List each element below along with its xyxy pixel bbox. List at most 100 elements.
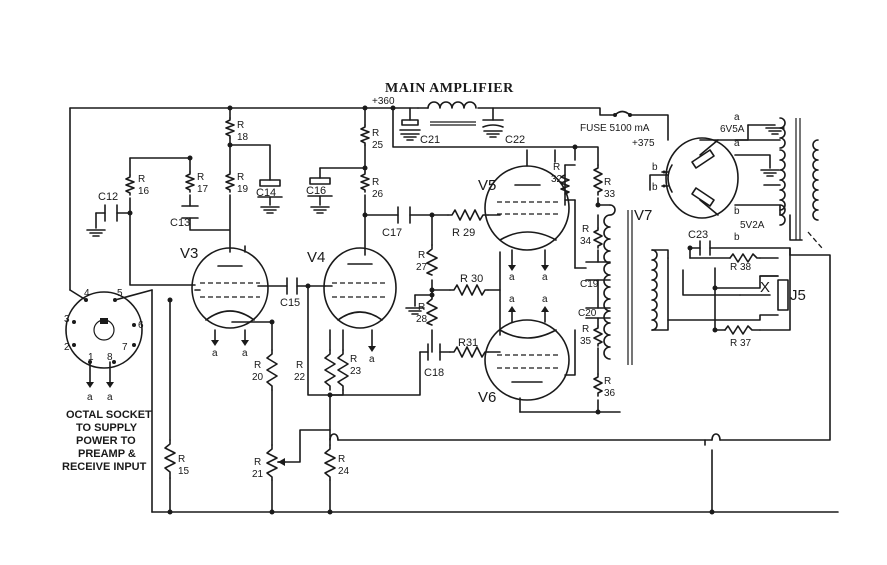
socket-pin-7: 7: [122, 342, 128, 353]
r20-label: 20: [252, 372, 264, 383]
r20-prefix: R: [254, 360, 261, 371]
r19-prefix: R: [237, 172, 244, 183]
r15-label: 15: [178, 466, 190, 477]
r28-label: 28: [416, 314, 428, 325]
r32-prefix: R: [553, 162, 560, 173]
heater-b-v7-4: b: [734, 232, 740, 243]
socket-pin-3: 3: [64, 314, 70, 325]
jack-x-mark: X: [760, 279, 770, 296]
jack-label: J5: [790, 287, 806, 304]
c21-label: C21: [420, 134, 440, 146]
r36-prefix: R: [604, 376, 611, 387]
r30-label: R 30: [460, 273, 483, 285]
socket-pin-2: 2: [64, 342, 70, 353]
r38-label: R 38: [730, 262, 752, 273]
c14-label: C14: [256, 187, 276, 199]
socket-caption-line-5: RECEIVE INPUT: [62, 461, 147, 473]
heater-a-v7-1: a: [734, 112, 740, 123]
tube-v6-label: V6: [478, 389, 496, 406]
tube-v3-label: V3: [180, 245, 198, 262]
r21-prefix: R: [254, 457, 261, 468]
r24-label: 24: [338, 466, 350, 477]
r23-prefix: R: [350, 354, 357, 365]
tube-v7-label: V7: [634, 207, 652, 224]
resistors: [125, 117, 761, 481]
c19-label: C19: [580, 279, 599, 290]
r21-label: 21: [252, 469, 264, 480]
r24-prefix: R: [338, 454, 345, 465]
c22-label: C22: [505, 134, 525, 146]
r22-label: 22: [294, 372, 306, 383]
r15-prefix: R: [178, 454, 185, 465]
heater-a-v5-2: a: [542, 272, 548, 283]
octal-socket: [65, 289, 153, 388]
capacitors: [104, 119, 711, 361]
c15-label: C15: [280, 297, 300, 309]
c20-label: C20: [578, 308, 597, 319]
r29-label: R 29: [452, 227, 475, 239]
r35-prefix: R: [582, 324, 589, 335]
r18-label: 18: [237, 132, 249, 143]
rectifier-type-2: 5V2A: [740, 220, 765, 231]
heater-a-v5-1: a: [509, 272, 515, 283]
heater-a-v7-2: a: [734, 138, 740, 149]
heater-b-v7-1: b: [652, 162, 658, 173]
heater-a-v6-2: a: [542, 294, 548, 305]
b-plus-2-label: +375: [632, 138, 655, 149]
heater-a-v6-1: a: [509, 294, 515, 305]
tube-v4-label: V4: [307, 249, 325, 266]
socket-caption-line-1: OCTAL SOCKET: [66, 409, 152, 421]
b-plus-label: +360: [372, 96, 395, 107]
heater-a-v4: a: [369, 354, 375, 365]
r25-prefix: R: [372, 128, 379, 139]
labels: +360 +375 FUSE 5100 mA V3 V4 V5 V6 V7 6V…: [62, 96, 806, 480]
r16-prefix: R: [138, 174, 145, 185]
r32-label: 32: [551, 174, 563, 185]
r22-prefix: R: [296, 360, 303, 371]
r37-label: R 37: [730, 338, 752, 349]
c18-label: C18: [424, 367, 444, 379]
socket-pin-1: 1: [88, 352, 94, 363]
r34-label: 34: [580, 236, 592, 247]
junctions: [127, 105, 718, 515]
r36-label: 36: [604, 388, 616, 399]
inductors: [427, 101, 823, 365]
socket-pin-5: 5: [117, 288, 123, 299]
c17-label: C17: [382, 227, 402, 239]
wiring: [69, 107, 839, 513]
r28-prefix: R: [418, 302, 425, 313]
tubes: [191, 137, 739, 401]
r23-label: 23: [350, 366, 362, 377]
socket-pin-6: 6: [138, 320, 144, 331]
socket-pin-8: 8: [107, 352, 113, 363]
heater-a-v3-1: a: [212, 348, 218, 359]
r34-prefix: R: [582, 224, 589, 235]
r35-label: 35: [580, 336, 592, 347]
c12-label: C12: [98, 191, 118, 203]
c16-label: C16: [306, 185, 326, 197]
c13-label: C13: [170, 217, 190, 229]
socket-pin-4: 4: [84, 288, 90, 299]
heater-b-v7-3: b: [734, 206, 740, 217]
rectifier-type-1: 6V5A: [720, 124, 745, 135]
r17-label: 17: [197, 184, 209, 195]
heater-a-socket-2: a: [107, 392, 113, 403]
socket-caption-line-4: PREAMP &: [78, 448, 136, 460]
heater-a-socket-1: a: [87, 392, 93, 403]
diagram-title: MAIN AMPLIFIER: [385, 81, 514, 96]
fuse-label: FUSE 5100 mA: [580, 123, 650, 134]
socket-caption-line-2: TO SUPPLY: [76, 422, 138, 434]
r33-prefix: R: [604, 177, 611, 188]
jack-j5: [739, 275, 789, 311]
r18-prefix: R: [237, 120, 244, 131]
r26-prefix: R: [372, 177, 379, 188]
r27-prefix: R: [418, 250, 425, 261]
r33-label: 33: [604, 189, 616, 200]
heater-b-v7-2: b: [652, 182, 658, 193]
r27-label: 27: [416, 262, 428, 273]
r31-label: R31: [458, 337, 478, 349]
r16-label: 16: [138, 186, 150, 197]
c23-label: C23: [688, 229, 708, 241]
